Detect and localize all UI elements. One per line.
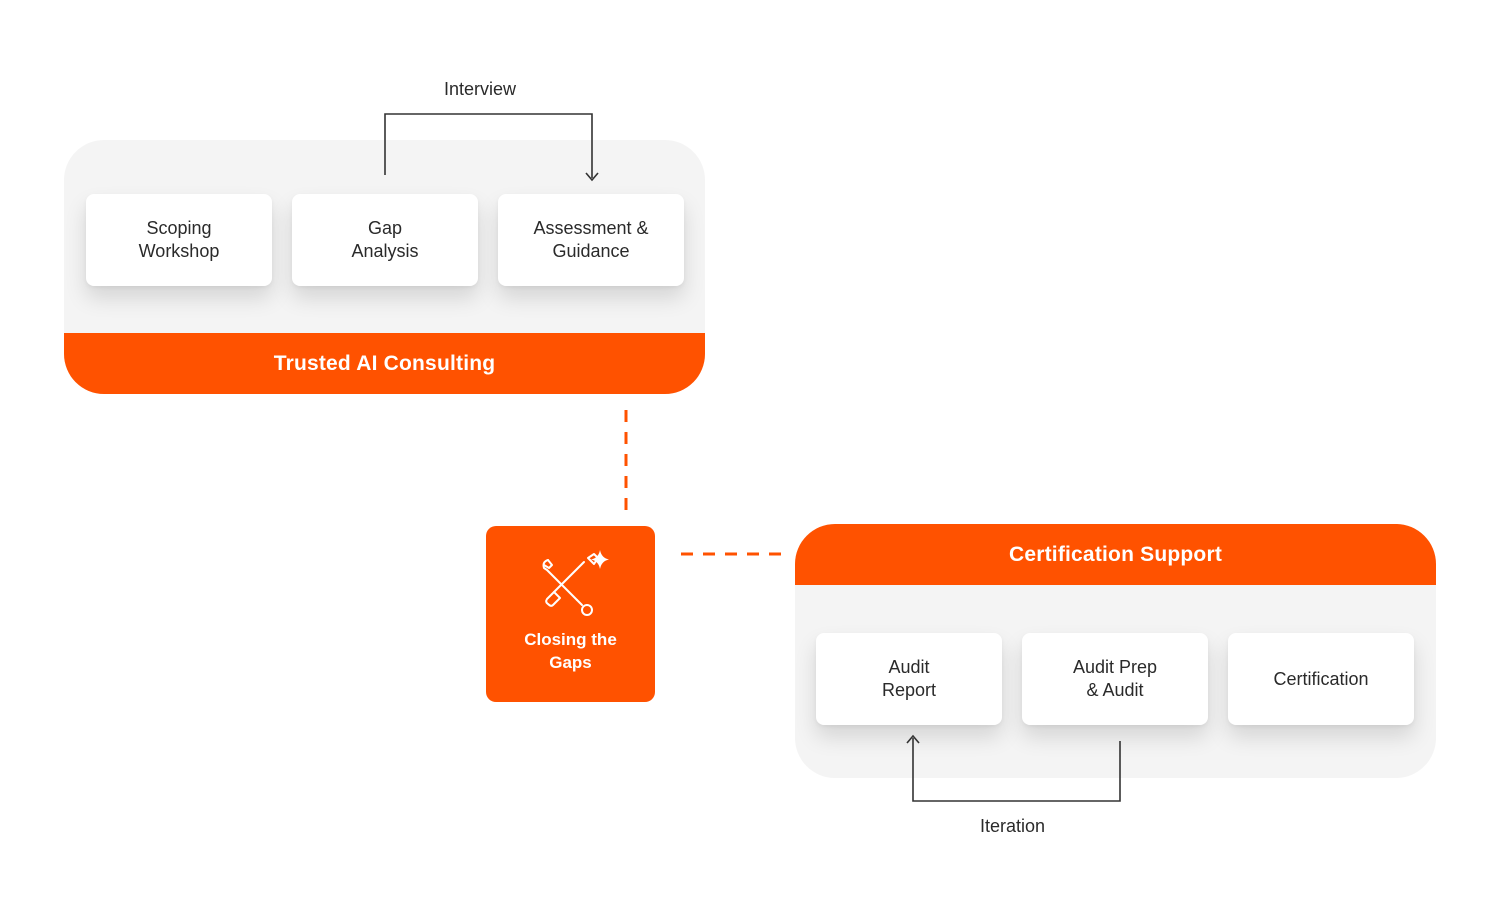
sparkle-icon <box>590 550 609 569</box>
certification-title: Certification Support <box>1008 542 1223 566</box>
card-audit-prep: Audit Prep & Audit <box>1022 633 1208 725</box>
card-assessment-guidance: Assessment & Guidance <box>498 194 684 286</box>
interview-label: Interview <box>444 79 517 99</box>
card-label: Certification <box>1273 668 1369 689</box>
consulting-title: Trusted AI Consulting <box>273 351 496 375</box>
card-label: Assessment & Guidance <box>533 218 649 261</box>
closing-gaps-box: Closing the Gaps <box>486 526 655 702</box>
card-certification: Certification <box>1228 633 1414 725</box>
card-label: Audit Prep & Audit <box>1072 657 1158 700</box>
tools-sparkle-icon <box>542 550 609 616</box>
consulting-title-bar: Trusted AI Consulting <box>64 333 705 394</box>
card-gap-analysis: Gap Analysis <box>292 194 478 286</box>
closing-gaps-title: Closing the Gaps <box>524 630 617 672</box>
card-label: Scoping Workshop <box>138 218 220 261</box>
card-label: Gap Analysis <box>351 218 419 261</box>
card-label: Audit Report <box>881 657 937 700</box>
iteration-label: Iteration <box>980 816 1046 836</box>
card-audit-report: Audit Report <box>816 633 1002 725</box>
card-scoping-workshop: Scoping Workshop <box>86 194 272 286</box>
certification-title-bar: Certification Support <box>795 524 1436 585</box>
